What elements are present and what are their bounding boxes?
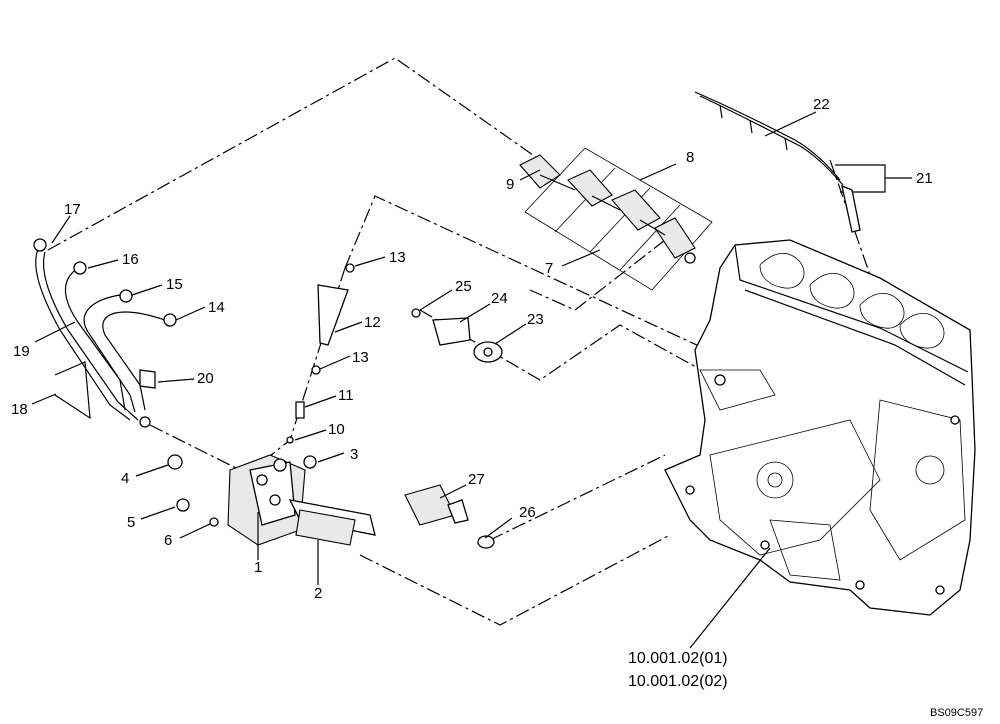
engine-block (664, 239, 976, 616)
callout-10: 10 (328, 421, 345, 438)
injector-assembly (519, 154, 696, 264)
reference-1: 10.001.02(01) (628, 650, 728, 667)
callout-16: 16 (122, 251, 139, 268)
callout-6: 6 (164, 532, 172, 549)
callout-12: 12 (364, 314, 381, 331)
glow-plug-harness (694, 91, 861, 233)
callout-21: 21 (916, 170, 933, 187)
callout-2: 2 (314, 585, 322, 602)
callout-3: 3 (350, 446, 358, 463)
callout-20: 20 (197, 370, 214, 387)
callout-25: 25 (455, 278, 472, 295)
callout-15: 15 (166, 276, 183, 293)
callout-26: 26 (519, 504, 536, 521)
callout-11: 11 (338, 387, 354, 404)
small-parts (167, 263, 503, 549)
callout-1: 1 (254, 559, 262, 576)
leader-lines (31, 111, 912, 649)
drawing-code: BS09C597 (930, 707, 983, 719)
callout-4: 4 (121, 470, 129, 487)
callout-13-upper: 13 (389, 249, 406, 266)
callout-13-lower: 13 (352, 349, 369, 366)
callout-7: 7 (545, 260, 553, 277)
reference-2: 10.001.02(02) (628, 673, 728, 690)
fuel-pump (227, 454, 376, 546)
callout-labels: 1 2 3 4 5 6 7 8 9 10 11 12 13 13 14 15 1… (11, 96, 933, 602)
callout-19: 19 (13, 343, 30, 360)
cross-references: 10.001.02(01) 10.001.02(02) (628, 650, 728, 690)
injection-pipes (33, 238, 177, 428)
injectors-group (519, 147, 713, 291)
callout-22: 22 (813, 96, 830, 113)
callout-24: 24 (491, 290, 508, 307)
callout-14: 14 (208, 299, 225, 316)
callout-8: 8 (686, 149, 694, 166)
callout-18: 18 (11, 401, 28, 418)
callout-9: 9 (506, 176, 514, 193)
callout-27: 27 (468, 471, 485, 488)
callout-17: 17 (64, 201, 81, 218)
callout-5: 5 (127, 514, 135, 531)
callout-23: 23 (527, 311, 544, 328)
